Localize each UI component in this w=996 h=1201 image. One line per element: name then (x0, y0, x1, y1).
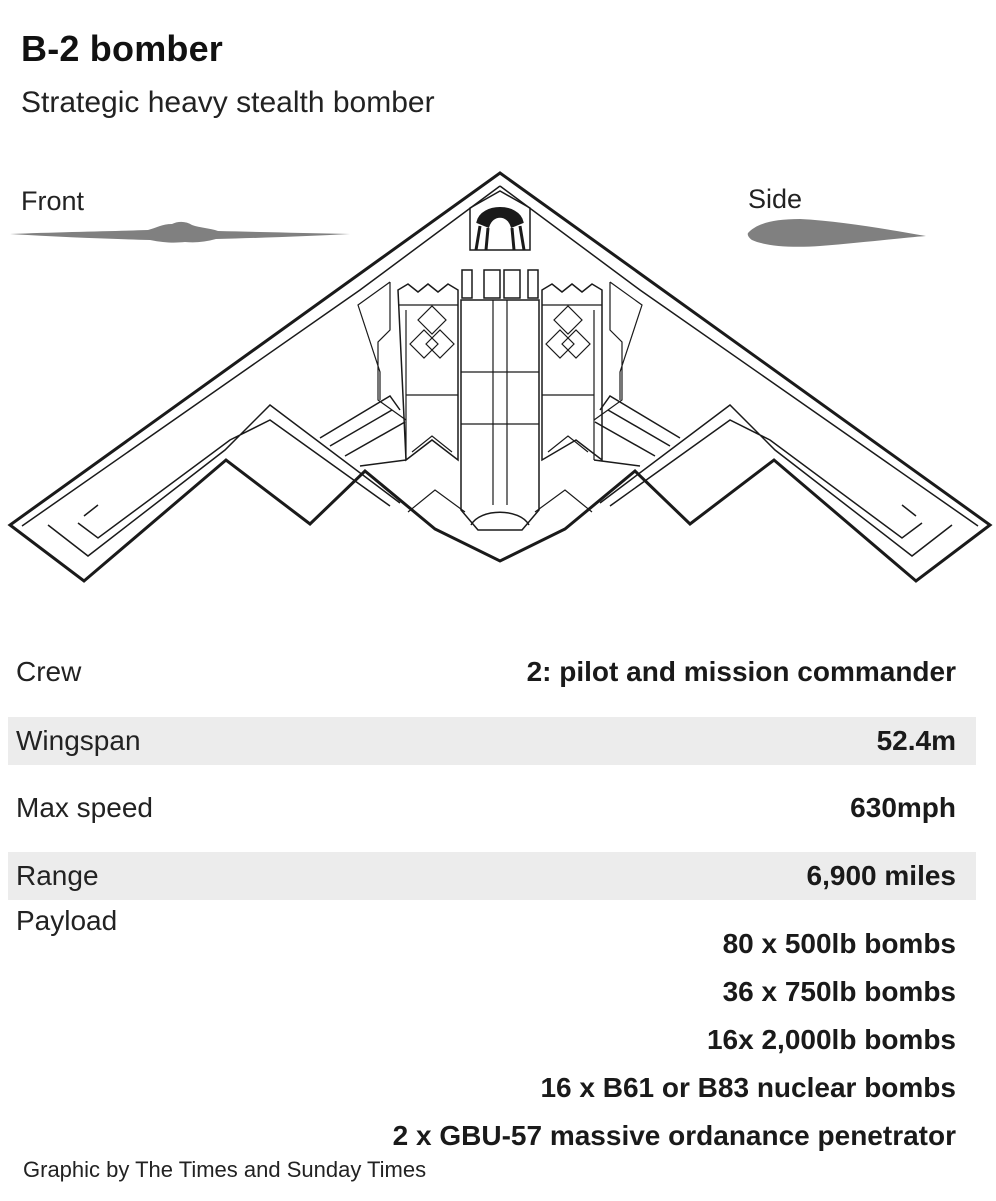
spec-value: 630mph (850, 792, 956, 823)
payload-item: 16x 2,000lb bombs (706, 1024, 956, 1055)
side-view-label: Side (748, 184, 803, 214)
spec-label: Wingspan (16, 725, 141, 756)
payload-item: 2 x GBU-57 massive ordanance penetrator (392, 1120, 956, 1151)
spec-value: 2: pilot and mission commander (526, 656, 956, 687)
spec-row-max-speed: Max speed 630mph (8, 784, 976, 832)
graphic-credit: Graphic by The Times and Sunday Times (23, 1157, 427, 1182)
spec-label: Max speed (16, 792, 153, 823)
front-view-label: Front (21, 186, 85, 216)
graphic-subtitle: Strategic heavy stealth bomber (21, 86, 435, 119)
payload-item: 36 x 750lb bombs (722, 976, 956, 1007)
right-engine-nacelle (541, 283, 603, 462)
left-engine-nacelle (397, 283, 459, 462)
payload-list: 80 x 500lb bombs 36 x 750lb bombs 16x 2,… (393, 920, 956, 1160)
bomber-illustration (7, 171, 993, 583)
cockpit-window (476, 207, 524, 228)
spec-value: 52.4m (876, 725, 956, 756)
payload-item: 16 x B61 or B83 nuclear bombs (540, 1072, 956, 1103)
aircraft-outline (7, 171, 993, 583)
cockpit-bay (469, 190, 531, 251)
right-wing-flaps (593, 395, 953, 557)
central-spine (460, 299, 540, 531)
side-view-silhouette (747, 219, 926, 247)
leading-edge-line (21, 185, 979, 527)
front-view-silhouette (10, 221, 350, 243)
spec-label: Range (16, 860, 99, 891)
payload-item: 80 x 500lb bombs (722, 928, 956, 959)
spec-row-range: Range 6,900 miles (8, 852, 976, 900)
payload-label: Payload (16, 905, 118, 936)
spec-row-wingspan: Wingspan 52.4m (8, 717, 976, 765)
spec-row-crew: Crew 2: pilot and mission commander (8, 648, 976, 696)
left-wing-flaps (47, 395, 407, 557)
top-view-aircraft (7, 171, 993, 583)
spec-value: 6,900 miles (806, 860, 956, 891)
graphic-title: B-2 bomber (21, 28, 224, 69)
spec-label: Crew (16, 656, 82, 687)
